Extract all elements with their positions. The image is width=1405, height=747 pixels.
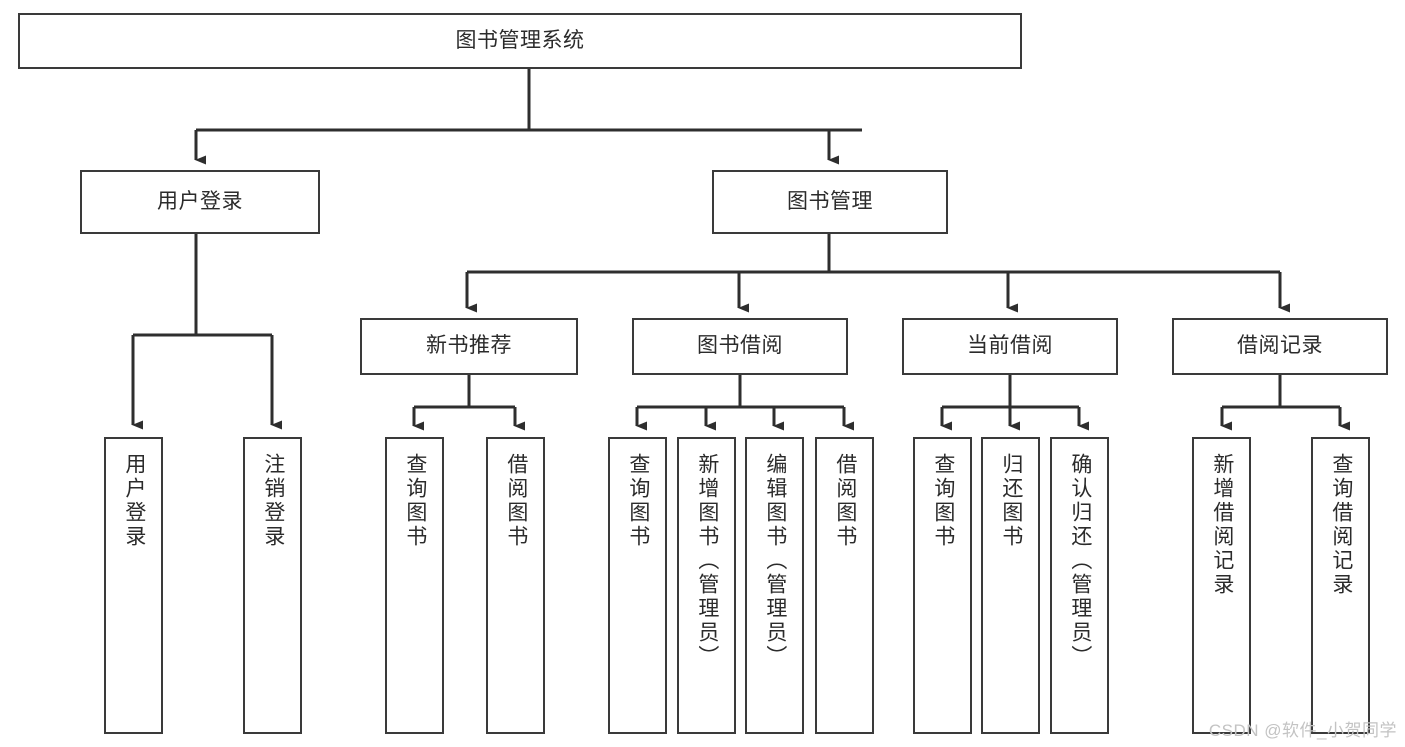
node-leaf-add-record-label: 新增借阅记录 (1210, 453, 1234, 597)
node-current-borrow[interactable]: 当前借阅 (902, 318, 1118, 375)
node-leaf-add-record[interactable]: 新增借阅记录 (1192, 437, 1251, 734)
node-book-borrow-label: 图书借阅 (697, 334, 783, 358)
node-leaf-query-book-1-label: 查询图书 (403, 453, 427, 549)
node-leaf-user-login[interactable]: 用户登录 (104, 437, 163, 734)
node-leaf-query-record-label: 查询借阅记录 (1329, 453, 1353, 597)
node-leaf-edit-book-label: 编辑图书（管理员） (763, 453, 787, 669)
node-leaf-borrow-book-2[interactable]: 借阅图书 (815, 437, 874, 734)
node-leaf-add-book-label: 新增图书（管理员） (695, 453, 719, 669)
node-user-login[interactable]: 用户登录 (80, 170, 320, 234)
node-leaf-add-book[interactable]: 新增图书（管理员） (677, 437, 736, 734)
node-leaf-logout-label: 注销登录 (261, 453, 285, 549)
node-book-manage-label: 图书管理 (787, 189, 873, 213)
node-leaf-borrow-book-1-label: 借阅图书 (504, 453, 528, 549)
node-leaf-logout[interactable]: 注销登录 (243, 437, 302, 734)
node-borrow-record-label: 借阅记录 (1237, 334, 1323, 358)
node-leaf-return-book[interactable]: 归还图书 (981, 437, 1040, 734)
node-user-login-label: 用户登录 (157, 189, 243, 213)
node-leaf-edit-book[interactable]: 编辑图书（管理员） (745, 437, 804, 734)
node-borrow-record[interactable]: 借阅记录 (1172, 318, 1388, 375)
node-leaf-confirm-return-label: 确认归还（管理员） (1068, 453, 1092, 669)
node-book-borrow[interactable]: 图书借阅 (632, 318, 848, 375)
node-new-book-recommend-label: 新书推荐 (426, 334, 512, 358)
node-book-manage[interactable]: 图书管理 (712, 170, 948, 234)
node-leaf-query-book-2[interactable]: 查询图书 (608, 437, 667, 734)
node-leaf-confirm-return[interactable]: 确认归还（管理员） (1050, 437, 1109, 734)
node-leaf-query-book-3-label: 查询图书 (931, 453, 955, 549)
node-leaf-query-book-3[interactable]: 查询图书 (913, 437, 972, 734)
node-current-borrow-label: 当前借阅 (967, 334, 1053, 358)
node-leaf-query-record[interactable]: 查询借阅记录 (1311, 437, 1370, 734)
node-leaf-borrow-book-1[interactable]: 借阅图书 (486, 437, 545, 734)
node-new-book-recommend[interactable]: 新书推荐 (360, 318, 578, 375)
node-leaf-query-book-2-label: 查询图书 (626, 453, 650, 549)
node-root[interactable]: 图书管理系统 (18, 13, 1022, 69)
node-root-label: 图书管理系统 (455, 28, 585, 52)
node-leaf-user-login-label: 用户登录 (122, 453, 146, 549)
node-leaf-borrow-book-2-label: 借阅图书 (833, 453, 857, 549)
node-leaf-query-book-1[interactable]: 查询图书 (385, 437, 444, 734)
node-leaf-return-book-label: 归还图书 (999, 453, 1023, 549)
